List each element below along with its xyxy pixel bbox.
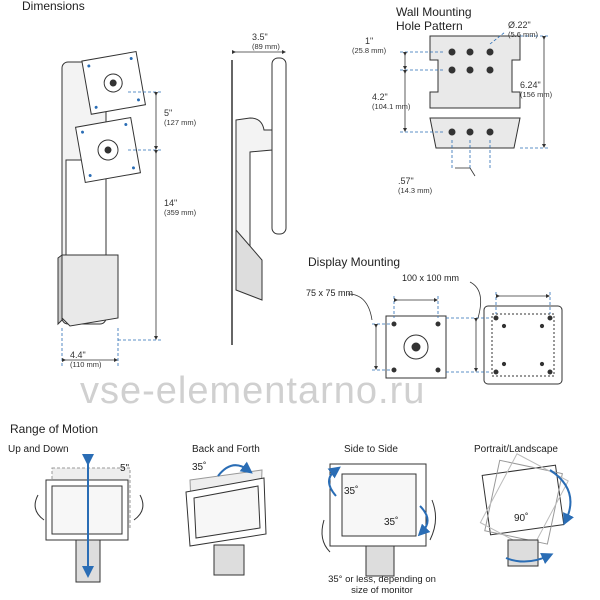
wall-mounting-heading: Wall Mounting Hole Pattern [396, 5, 472, 33]
dimension-arrows [62, 92, 158, 362]
dimensions-heading: Dimensions [22, 0, 85, 13]
vesa-75-plate [385, 315, 447, 379]
side-side-note: 35° or less, depending on size of monito… [328, 574, 436, 596]
motion-back-forth-value: 35˚ [192, 462, 207, 473]
wall-guides [400, 31, 548, 170]
width-label: 4.4"(110 mm) [70, 350, 102, 369]
horizontal-spacing-label: .57"(14.3 mm) [398, 176, 433, 195]
motion-side-side-value-bottom: 35˚ [384, 517, 399, 528]
wall-holes [448, 48, 494, 136]
height-travel-label: 5"(127 mm) [164, 108, 197, 127]
arm-side-view [231, 57, 287, 345]
watermark: vse-elementarno.ru [80, 370, 426, 412]
wall-plate [429, 35, 521, 149]
motion-portrait-value: 90˚ [514, 513, 529, 524]
vertical-spacing-label: 4.2"(104.1 mm) [372, 92, 411, 111]
display-mounting-heading: Display Mounting [308, 255, 401, 269]
vesa-75-label: 75 x 75 mm [306, 288, 354, 298]
motion-up-down-value: 5" [120, 463, 130, 474]
hole-diameter-label: Ø.22"(5.6 mm) [508, 20, 538, 39]
vesa-100-label: 100 x 100 mm [402, 273, 460, 283]
motion-up-down-label: Up and Down [8, 444, 69, 455]
motion-portrait-label: Portrait/Landscape [474, 444, 558, 455]
arm-front-view [57, 50, 147, 327]
total-height-label: 6.24"(156 mm) [520, 80, 553, 99]
vesa-100-plate [483, 305, 563, 385]
motion-side-side-value-top: 35˚ [344, 486, 359, 497]
top-offset-label: 1"(25.8 mm) [352, 36, 387, 55]
range-of-motion-heading: Range of Motion [10, 422, 99, 436]
motion-side-side-illustration [321, 463, 436, 577]
depth-label: 3.5"(89 mm) [252, 32, 280, 51]
motion-back-forth-illustration [185, 469, 267, 576]
height-label: 14"(359 mm) [164, 198, 197, 217]
motion-back-forth-label: Back and Forth [192, 444, 260, 455]
motion-side-side-label: Side to Side [344, 444, 398, 455]
motion-portrait-illustration [479, 453, 569, 567]
display-guides [372, 292, 551, 373]
dimension-guides [61, 91, 162, 368]
